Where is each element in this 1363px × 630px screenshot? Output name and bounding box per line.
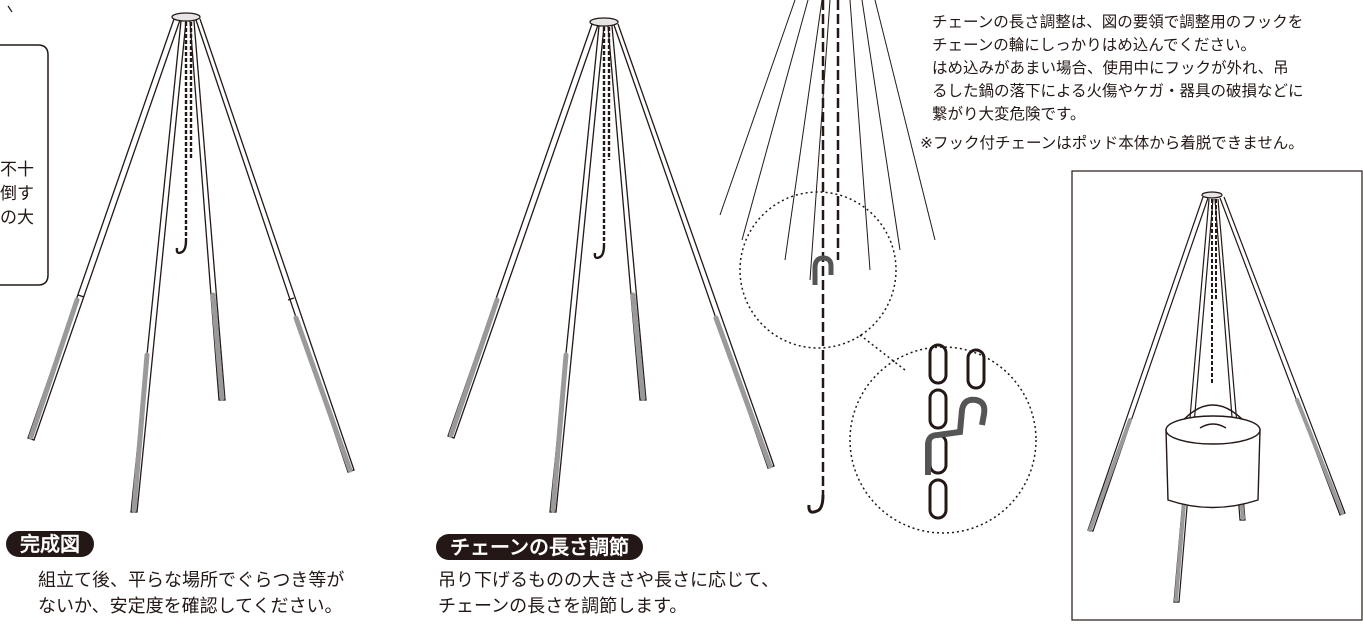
caution-line-2: チェーンの輪にしっかりはめ込んでください。	[932, 36, 1256, 54]
caution-line-5: 繋がり大変危険です。	[932, 105, 1086, 123]
tripod-complete-lower-legs	[28, 292, 353, 513]
caution-note: ※フック付チェーンはポッド本体から着脱できません。	[920, 134, 1304, 152]
zoom-hook	[925, 396, 988, 475]
caution-line-4: るした鍋の落下による火傷やケガ・器具の破損などに	[932, 82, 1304, 100]
section-heading-chain: チェーンの長さ調節	[436, 534, 643, 560]
partial-text-line-1: 不十	[0, 160, 34, 180]
tripod-complete-illustration	[27, 12, 355, 513]
partial-warning-box	[0, 44, 49, 286]
complete-text-line-1: 組立て後、平らな場所でぐらつき等が	[38, 570, 345, 591]
dutch-oven	[1165, 404, 1261, 509]
complete-text-line-2: ないか、安定度を確認してください。	[38, 596, 343, 617]
tripod-chain-lower-legs	[448, 292, 773, 513]
chain-text-line-1: 吊り下げるものの大きさや長さに応じて、	[438, 570, 780, 591]
partial-text-line-2: 倒す	[0, 184, 34, 204]
caution-line-3: はめ込みがあまい場合、使用中にフックが外れ、吊	[932, 59, 1289, 77]
zoom-chain	[807, 0, 840, 514]
zoom-connector	[859, 334, 906, 371]
adjust-hook	[812, 255, 834, 285]
pot-illustration-frame	[1071, 170, 1363, 621]
partial-text-line-3: の大	[0, 208, 34, 228]
zoom-circle-small	[739, 191, 897, 349]
zoom-lines	[719, 0, 936, 281]
tripod-chain-illustration	[447, 17, 775, 513]
section-heading-complete: 完成図	[6, 531, 94, 557]
chain-pot	[1211, 199, 1217, 385]
chain-tripod-2	[593, 27, 611, 260]
zoom-circle-large	[849, 346, 1037, 534]
partial-mark	[7, 5, 13, 13]
chain-complete	[175, 22, 193, 255]
caution-line-1: チェーンの長さ調整は、図の要領で調整用のフックを	[932, 13, 1304, 31]
chain-text-line-2: チェーンの長さを調節します。	[438, 596, 688, 617]
